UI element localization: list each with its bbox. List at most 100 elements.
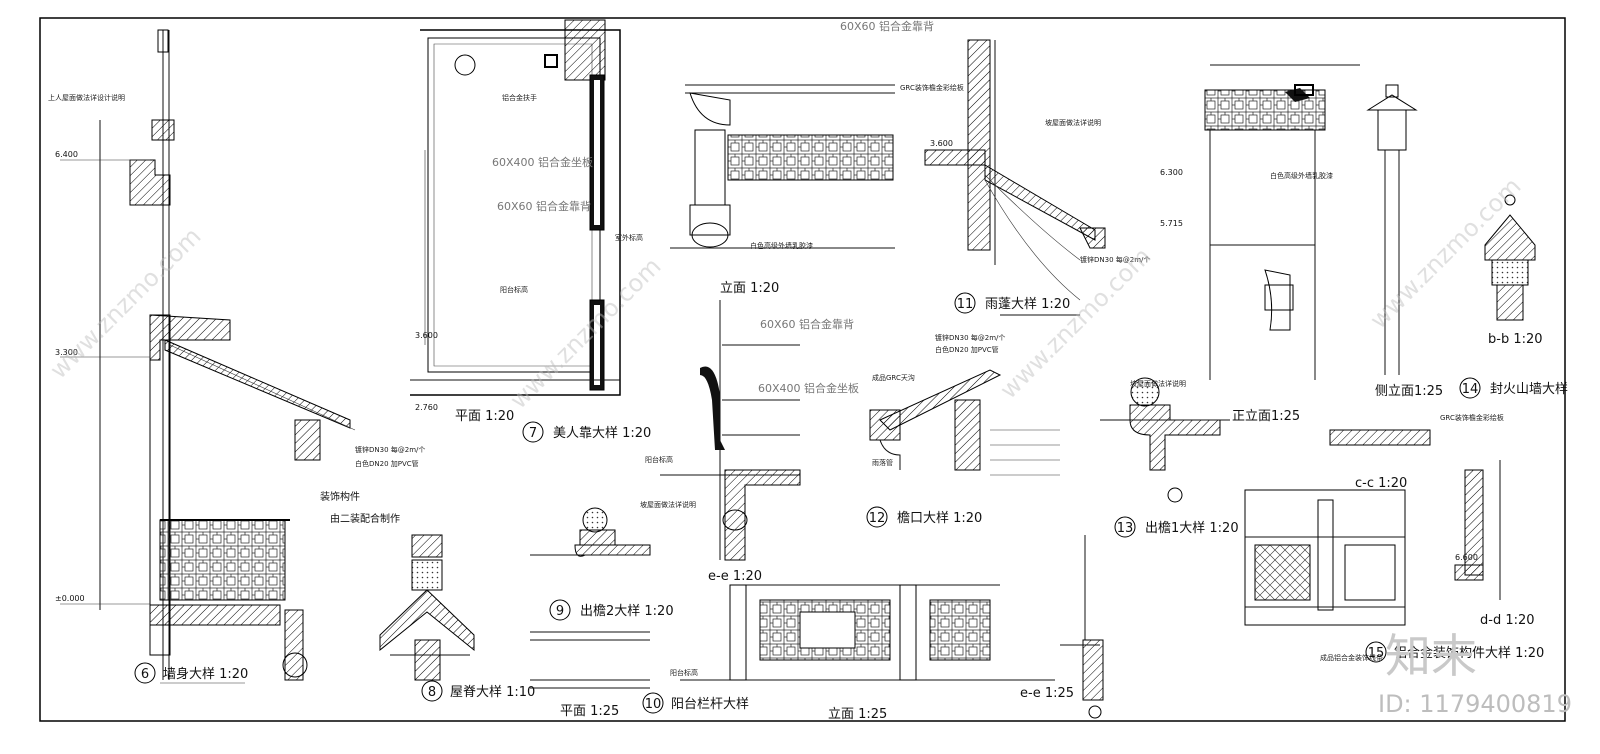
- detail-10-label: 阳台栏杆大样: [671, 697, 749, 712]
- detail-14-label: 封火山墙大样: [1490, 382, 1568, 397]
- bb-caption: b-b 1:20: [1488, 332, 1543, 347]
- canopy-grc-note: GRC装饰檐金彩绘板: [900, 83, 964, 92]
- detail-7-title: 7 美人靠大样 1:20: [522, 421, 651, 443]
- level-6300: 6.300: [1160, 168, 1183, 177]
- ee-section-125: e-e 1:25: [1020, 535, 1104, 719]
- elev2-caption: 立面 1:25: [828, 707, 887, 722]
- level-6600: 6.600: [1455, 553, 1478, 562]
- pipe-note-1: 镀锌DN30 每@2m/个: [355, 445, 425, 454]
- detail-6-wall-section: 6.400 3.300 ±0.000 上人屋面做法详设计说明 装饰构件 由二装配…: [48, 29, 425, 681]
- watermark-brand: 知末: [1385, 629, 1477, 683]
- detail-13-title: 13 出檐1大样 1:20: [1114, 516, 1239, 538]
- detail-8-label: 屋脊大样 1:10: [450, 685, 535, 700]
- detail-9-eave: 坡屋面做法详说明: [530, 500, 696, 557]
- front-elevation: 正立面1:25 白色高级外墙乳胶漆: [1204, 64, 1360, 424]
- pipe-note-2: 白色DN20 加PVC管: [355, 459, 419, 468]
- ee2-caption: e-e 1:25: [1020, 686, 1074, 701]
- detail-7-plan: 铝合金扶手 60X400 铝合金坐板 60X60 铝合金靠背 阳台标高 3.60…: [410, 19, 621, 424]
- level-3600b: 3.600: [930, 139, 953, 148]
- decor-note-2: 由二装配合制作: [330, 512, 400, 525]
- front-caption: 正立面1:25: [1232, 409, 1300, 424]
- detail-13-label: 出檐1大样 1:20: [1145, 521, 1239, 536]
- plan2-caption: 平面 1:25: [560, 704, 619, 719]
- ee-balcony-note: 阳台标高: [645, 455, 673, 464]
- cc-caption: c-c 1:20: [1355, 476, 1407, 491]
- bench-back-note: 60X60 铝合金靠背: [497, 199, 591, 213]
- plan-125: 平面 1:25: [530, 631, 650, 719]
- detail-10-number: 10: [645, 697, 662, 712]
- sheet-border: [39, 17, 1566, 722]
- panel-alu-note: 成品铝合金装饰线条: [1320, 653, 1383, 662]
- detail-8-number: 8: [428, 685, 436, 700]
- level-6400: 6.400: [55, 150, 78, 159]
- level-2760: 2.760: [415, 403, 438, 412]
- railing-balcony-note: 阳台标高: [670, 668, 698, 677]
- detail-11-label: 雨蓬大样 1:20: [985, 297, 1070, 312]
- detail-8-ridge: [379, 534, 475, 681]
- ee-section: 60X60 铝合金靠背 60X400 铝合金坐板 阳台标高 e-e 1:20: [645, 300, 859, 584]
- detail-13-eave: 坡屋面做法详说明: [1100, 377, 1230, 503]
- level-5715: 5.715: [1160, 219, 1183, 228]
- detail-6-label: 墙身大样 1:20: [163, 666, 248, 682]
- elevation-caption: 立面 1:20: [720, 281, 779, 296]
- detail-15-title: 15 铝合金装饰构件大样 1:20: [1365, 641, 1544, 663]
- outdoor-level-note: 室外标高: [615, 233, 643, 242]
- panel-grc-note: GRC装饰檐金彩绘板: [1440, 413, 1504, 422]
- bench-handrail-note: 铝合金扶手: [502, 93, 537, 102]
- detail-10-railing: 阳台标高 立面 1:25: [670, 584, 1055, 722]
- plan-caption: 平面 1:20: [455, 409, 514, 424]
- eave-grc-gutter-note: 成品GRC天沟: [872, 373, 915, 382]
- detail-7-number: 7: [529, 426, 537, 441]
- bb-section: b-b 1:20: [1484, 194, 1543, 347]
- level-0: ±0.000: [55, 594, 85, 603]
- eave-pipe1-note: 镀锌DN30 每@2m/个: [935, 333, 1005, 342]
- detail-8-title: 8 屋脊大样 1:10: [421, 680, 535, 702]
- detail-12-label: 檐口大样 1:20: [897, 511, 982, 526]
- canopy-pipe-note: 镀锌DN30 每@2m/个: [1080, 255, 1150, 264]
- balcony-level-note: 阳台标高: [500, 285, 528, 294]
- detail-15-number: 15: [1368, 646, 1385, 661]
- elev-tile-note: 白色高级外墙乳胶漆: [750, 241, 813, 250]
- detail-9-number: 9: [556, 604, 564, 619]
- watermark-site-2: www.znzmo.com: [504, 252, 666, 414]
- side-elevation: 侧立面1:25: [1366, 84, 1443, 399]
- ee-back-note: 60X60 铝合金靠背: [760, 317, 854, 331]
- front-tile-note: 白色高级外墙乳胶漆: [1270, 171, 1333, 180]
- detail-6-title: 6 墙身大样 1:20: [134, 662, 248, 684]
- detail-12-title: 12 檐口大样 1:20: [866, 506, 982, 528]
- eave1-slope-note: 坡屋面做法详说明: [1130, 379, 1186, 388]
- watermark-site-1: www.znzmo.com: [44, 222, 206, 384]
- bench-elevation: 60X60 铝合金靠背 白色高级外墙乳胶漆 室外标高 立面 1:20: [615, 19, 934, 296]
- detail-10-title: 10 阳台栏杆大样: [642, 692, 749, 714]
- dd-section: 6.600 d-d 1:20: [1454, 460, 1535, 628]
- detail-13-number: 13: [1117, 521, 1134, 536]
- elev-back-note: 60X60 铝合金靠背: [840, 19, 934, 33]
- detail-7-label: 美人靠大样 1:20: [553, 426, 651, 441]
- level-3300: 3.300: [55, 348, 78, 357]
- decor-note: 装饰构件: [320, 490, 360, 503]
- detail-11-canopy: 3.600 6.300 5.715 GRC装饰檐金彩绘板 坡屋面做法详说明 镀锌…: [900, 39, 1183, 316]
- detail-14-number: 14: [1462, 382, 1479, 397]
- detail-9-title: 9 出檐2大样 1:20: [549, 599, 674, 621]
- side-caption: 侧立面1:25: [1375, 384, 1443, 399]
- detail-12-number: 12: [869, 511, 886, 526]
- detail-11-title: 11 雨蓬大样 1:20: [954, 292, 1070, 314]
- bench-seat-note: 60X400 铝合金坐板: [492, 155, 593, 169]
- canopy-slope-note: 坡屋面做法详说明: [1045, 118, 1101, 127]
- dd-caption: d-d 1:20: [1480, 613, 1535, 628]
- detail-11-number: 11: [957, 297, 974, 312]
- detail-14-title: 14 封火山墙大样: [1459, 377, 1568, 399]
- eave-pipe2-note: 白色DN20 加PVC管: [935, 345, 999, 354]
- detail-6-number: 6: [141, 667, 149, 682]
- detail-15-panel: c-c 1:20 GRC装饰檐金彩绘板 成品铝合金装饰线条: [1244, 413, 1504, 662]
- roof-note: 上人屋面做法详设计说明: [48, 93, 125, 102]
- detail-12-eave: 成品GRC天沟 雨落管 镀锌DN30 每@2m/个 白色DN20 加PVC管: [869, 333, 1060, 476]
- ee-caption: e-e 1:20: [708, 569, 762, 584]
- detail-15-label: 铝合金装饰构件大样 1:20: [1394, 645, 1544, 661]
- ee-seat-note: 60X400 铝合金坐板: [758, 381, 859, 395]
- watermark-id: ID: 1179400819: [1378, 690, 1572, 718]
- eave2-slope-note: 坡屋面做法详说明: [640, 500, 696, 509]
- eave-rain-pipe-note: 雨落管: [872, 458, 893, 467]
- level-3600: 3.600: [415, 331, 438, 340]
